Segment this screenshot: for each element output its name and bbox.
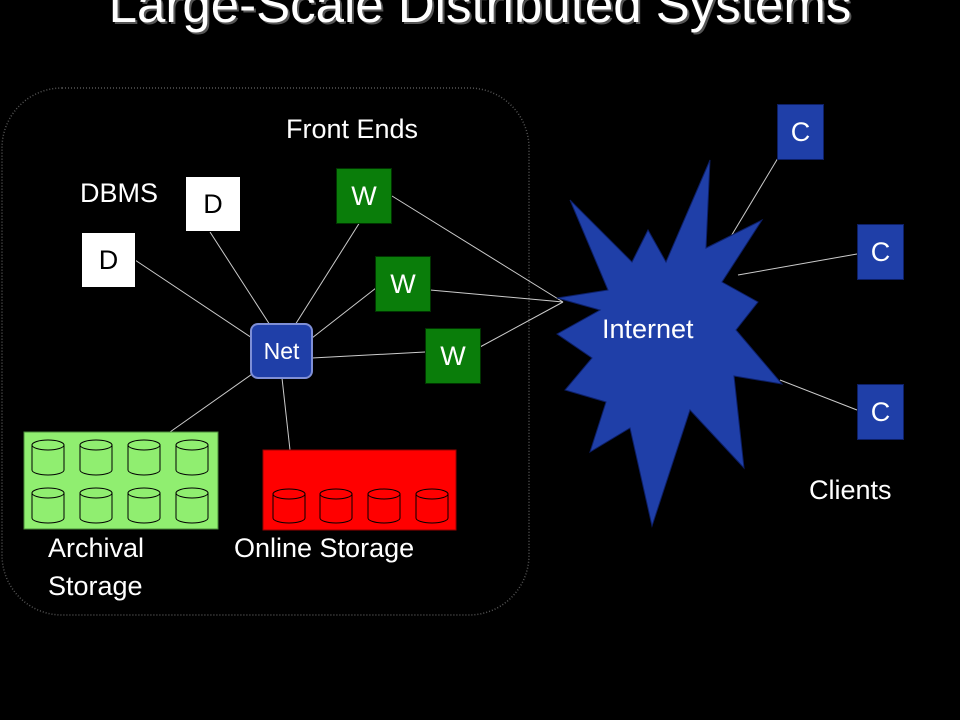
disk-cylinder-icon [367,488,401,524]
link-c3-internet [779,379,858,411]
link-w1-internet [391,195,564,303]
network-hub: Net [250,323,313,379]
client-node: C [857,384,904,440]
disk-cylinder-icon [175,439,209,476]
disk-cylinder-icon [415,488,449,524]
online-cylinders [272,488,449,524]
page-title: Large-Scale Distributed Systems [108,0,852,33]
dbms-node: D [81,232,136,288]
client-node: C [857,224,904,280]
link-net-d2 [209,231,271,326]
front-end-node: W [425,328,481,384]
disk-cylinder-icon [79,487,113,524]
archival-label-line1: Archival [48,533,145,563]
disk-cylinder-icon [127,439,161,476]
front-end-node: W [336,168,392,224]
disk-cylinder-icon [127,487,161,524]
disk-cylinder-icon [272,488,306,524]
disk-cylinder-icon [319,488,353,524]
disk-cylinder-icon [31,487,65,524]
link-c2-internet [737,253,858,276]
link-net-w3 [311,351,426,359]
internet-cloud [556,159,784,528]
link-w3-internet [479,301,564,348]
internet-label: Internet [602,314,694,344]
dbms-label: DBMS [80,178,159,208]
dbms-node: D [185,176,241,232]
archival-cylinders [31,439,209,524]
front-end-node: W [375,256,431,312]
link-c1-internet [729,157,779,239]
link-net-d1 [134,259,256,341]
disk-cylinder-icon [175,487,209,524]
connections [134,157,858,451]
clients-label: Clients [809,475,892,505]
link-net-online [281,377,291,451]
link-net-w1 [294,221,361,326]
link-w2-internet [429,289,564,303]
client-node: C [777,104,824,160]
disk-cylinder-icon [31,439,65,476]
archival-label-line2: Storage [48,571,143,601]
link-net-w2 [311,287,377,339]
link-net-archival [169,371,256,433]
front-ends-label: Front Ends [286,114,419,144]
disk-cylinder-icon [79,439,113,476]
online-storage-label: Online Storage [234,533,415,563]
